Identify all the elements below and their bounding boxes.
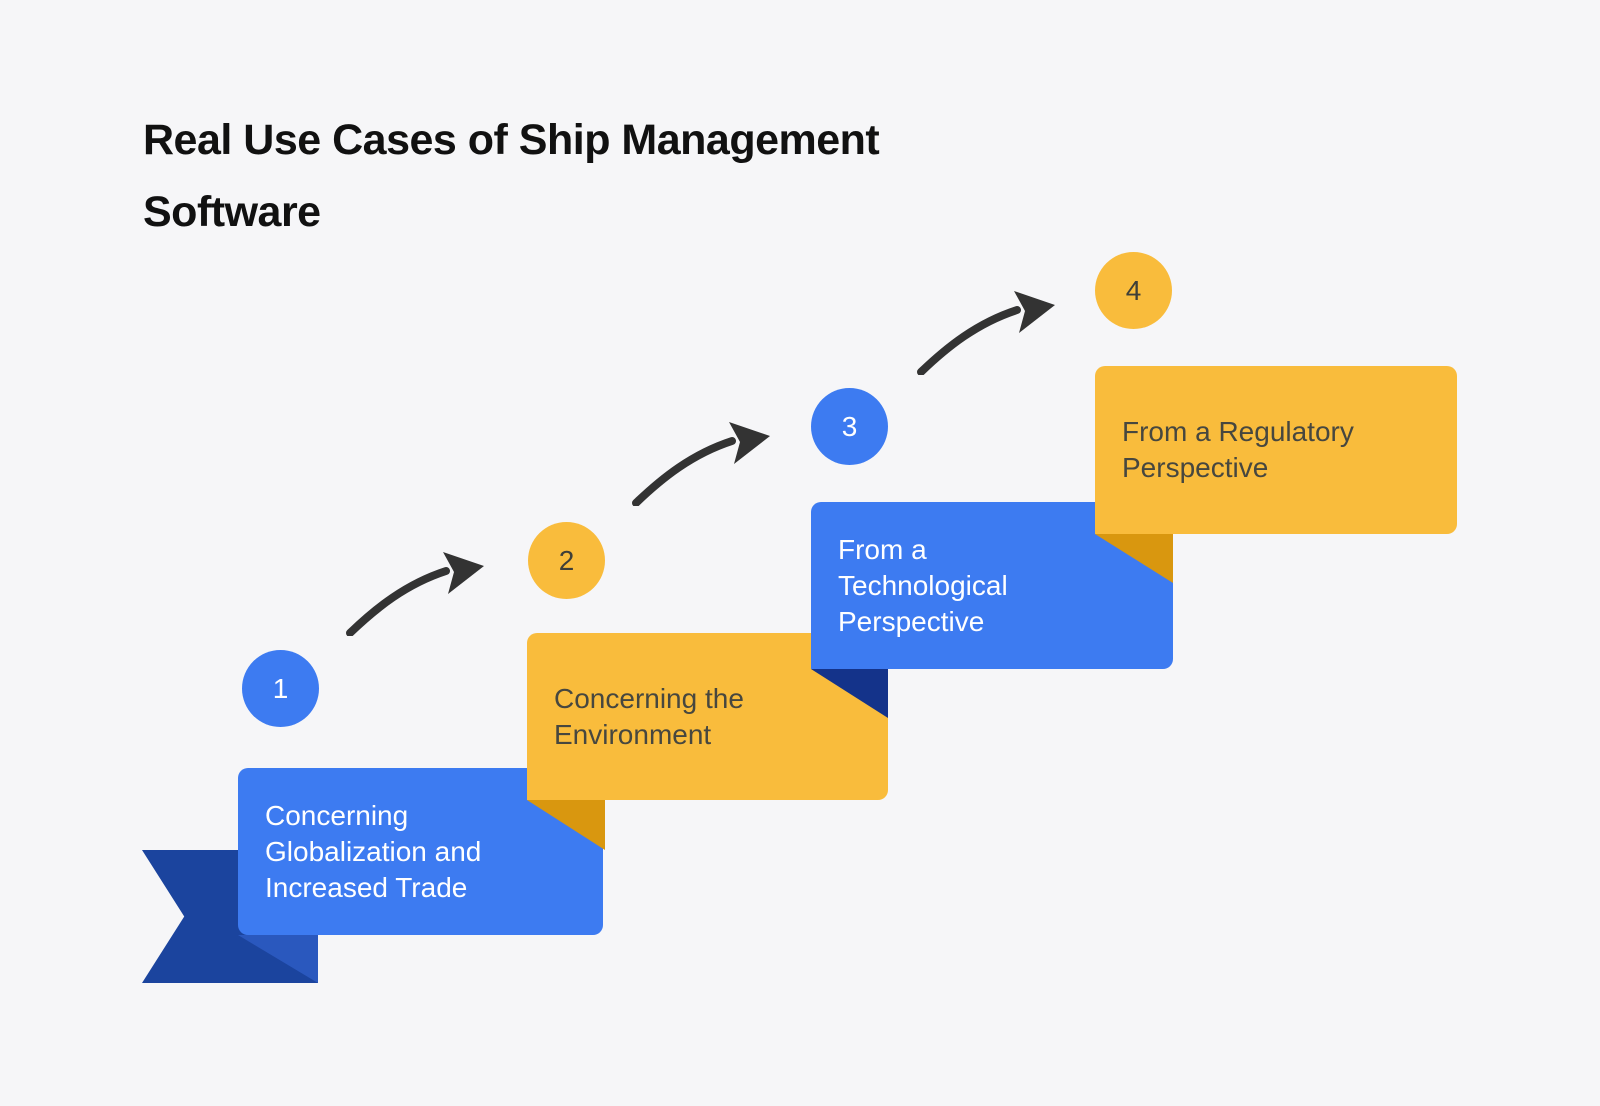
step-2-label-line-2: Environment	[554, 718, 712, 750]
step-4-label-line-2: Perspective	[1122, 452, 1269, 483]
step-number-badge-3: 3	[811, 388, 888, 465]
step-1-label-line-2: Globalization and	[265, 835, 482, 867]
step-1-label-line-3: Increased Trade	[265, 871, 468, 903]
step-1-label-line-1: Concerning	[265, 799, 409, 831]
step-3-label-line-1: From a	[838, 533, 927, 565]
page-title-line-1: Real Use Cases of Ship Management	[143, 116, 880, 164]
curved-arrow-icon-3-to-4	[917, 291, 1055, 375]
curved-arrow-icon-1-to-2	[346, 552, 484, 636]
step-3-number: 3	[841, 410, 858, 442]
step-3-label-line-2: Technological	[838, 569, 1008, 601]
page-title: Real Use Cases of Ship Management Softwa…	[143, 104, 1243, 248]
step-number-badge-4: 4	[1095, 252, 1172, 329]
step-3-label-line-3: Perspective	[838, 605, 985, 637]
step-2-number: 2	[558, 544, 575, 576]
step-4-number: 4	[1125, 274, 1142, 306]
step-box-4: From a Regulatory Perspective	[1095, 366, 1457, 534]
step-2-label-line-1: Concerning the	[554, 682, 744, 714]
step-4-label-line-1: From a Regulatory	[1122, 416, 1354, 447]
step-1-number: 1	[272, 672, 289, 704]
curved-arrow-icon-2-to-3	[632, 422, 770, 506]
step-number-badge-1: 1	[242, 650, 319, 727]
step-box-1: Concerning Globalization and Increased T…	[238, 768, 603, 935]
step-number-badge-2: 2	[528, 522, 605, 599]
page-title-line-2: Software	[143, 188, 321, 236]
